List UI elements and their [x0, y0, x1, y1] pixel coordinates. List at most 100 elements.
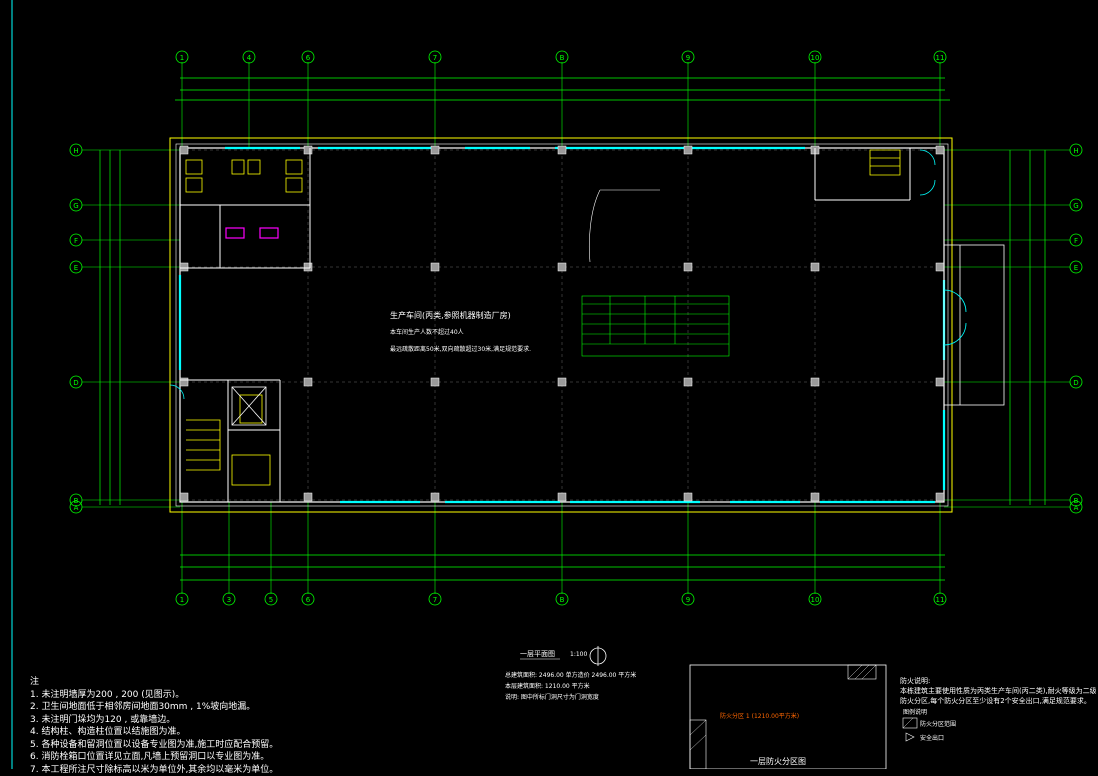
- grid-axis-bottom-label: 3: [227, 596, 231, 604]
- grid-axis-right-label: H: [1073, 147, 1078, 155]
- bottom-dimension-lines: [180, 555, 945, 580]
- column: [936, 263, 944, 271]
- fire-safety-notes: 防火说明: 本栋建筑主要使用性质为丙类生产车间(丙二类),耐火等级为二级。每层为…: [900, 676, 1096, 706]
- column: [811, 378, 819, 386]
- grid-axis-top-label: B: [560, 54, 565, 62]
- elevator-core: [232, 387, 266, 425]
- exterior-walls: [170, 138, 952, 512]
- fire-plan-title: 一层防火分区图: [750, 756, 806, 766]
- room-name: 生产车间(丙类,参照机器制造厂房): [390, 310, 511, 320]
- note-item: 5. 各种设备和留洞位置以设备专业图为准,施工时应配合预留。: [30, 739, 410, 752]
- drawing-scale: 1:100: [570, 651, 587, 658]
- column: [936, 493, 944, 501]
- column: [304, 493, 312, 501]
- column: [304, 263, 312, 271]
- column: [936, 378, 944, 386]
- column: [431, 263, 439, 271]
- column: [811, 263, 819, 271]
- north-arrow: [590, 646, 606, 666]
- fire-safety-table: [582, 296, 729, 356]
- column: [558, 378, 566, 386]
- grid-axis-bottom-label: 11: [936, 596, 945, 604]
- general-notes: 注 1. 未注明墙厚为200 , 200 (见图示)。 2. 卫生间地面低于相邻…: [30, 676, 410, 776]
- fire-note-line: 本栋建筑主要使用性质为丙类生产车间(丙二类),耐火等级为二级。每层为一个: [900, 686, 1096, 696]
- grid-axis-bottom-label: 7: [433, 596, 437, 604]
- grid-axis-top-label: 11: [936, 54, 945, 62]
- room-egress-note: 最远疏散距离50米,双向疏散超过30米,满足规范要求.: [390, 345, 531, 353]
- grid-axis-top-label: 6: [306, 54, 311, 62]
- column: [684, 263, 692, 271]
- grid-axis-left-label: F: [74, 237, 78, 245]
- grid-axis-left-label: A: [74, 504, 79, 512]
- fire-legend-title: 图例说明: [903, 708, 927, 716]
- note-item: 6. 消防栓箱口位置详见立面,凡墙上预留洞口以专业图为准。: [30, 751, 410, 764]
- grid-axis-left-label: D: [73, 379, 78, 387]
- grid-axis-top-label: 10: [811, 54, 820, 62]
- grid-axis-bottom-label: B: [560, 596, 565, 604]
- note-item: 1. 未注明墙厚为200 , 200 (见图示)。: [30, 689, 410, 702]
- room-occupancy: 本车间生产人数不超过40人: [390, 328, 464, 336]
- fire-note-title: 防火说明:: [900, 676, 1096, 686]
- grid-axis-bottom-label: 1: [180, 596, 184, 604]
- column: [684, 493, 692, 501]
- grid-axis-left-label: E: [74, 264, 78, 272]
- column: [431, 493, 439, 501]
- grid-axis-left-label: H: [73, 147, 78, 155]
- column: [180, 263, 188, 271]
- interior-walls: [180, 148, 910, 502]
- horizontal-grid-lines: [82, 150, 1070, 507]
- fire-legend-exit: 安全出口: [920, 734, 944, 742]
- column: [936, 146, 944, 154]
- note-item: 3. 未注明门垛均为120 , 或靠墙边。: [30, 714, 410, 727]
- grid-axis-top-label: 4: [247, 54, 252, 62]
- column: [558, 263, 566, 271]
- grid-axis-bottom-label: 10: [811, 596, 820, 604]
- grid-axis-bottom-label: 9: [686, 596, 690, 604]
- column: [431, 378, 439, 386]
- column: [180, 493, 188, 501]
- fire-zone-label: 防火分区 1 (1210.00平方米): [720, 712, 799, 720]
- grid-axis-right-label: A: [1074, 504, 1079, 512]
- area-info-note: 说明: 图中所标门洞尺寸为门洞宽度: [505, 693, 599, 701]
- right-dimension-lines: [1010, 150, 1045, 505]
- grid-axis-bottom-label: 5: [269, 596, 273, 604]
- sinks: [226, 228, 278, 238]
- fire-legend-zone: 防火分区范围: [920, 720, 956, 728]
- area-info-floor: 本层建筑面积: 1210.00 平方米: [505, 682, 590, 690]
- left-dimension-lines: [100, 150, 120, 505]
- column: [180, 378, 188, 386]
- column: [304, 378, 312, 386]
- grid-axis-top-label: 9: [686, 54, 690, 62]
- fire-note-line: 防火分区,每个防火分区至少设有2个安全出口,满足规范要求。: [900, 696, 1096, 706]
- area-info-total: 总建筑面积: 2496.00 单方造价 2496.00 平方米: [505, 671, 636, 679]
- grid-axis-right-label: G: [1073, 202, 1078, 210]
- column: [684, 146, 692, 154]
- drawing-title: 一层平面图: [520, 650, 555, 658]
- door-swings: [170, 150, 966, 399]
- column: [431, 146, 439, 154]
- column: [558, 493, 566, 501]
- grid-axis-top-label: 7: [433, 54, 437, 62]
- column: [180, 146, 188, 154]
- note-item: 4. 结构柱、构造柱位置以结施图为准。: [30, 726, 410, 739]
- entrance-canopy: [944, 245, 1004, 405]
- grid-axis-right-label: D: [1073, 379, 1078, 387]
- note-item: 2. 卫生间地面低于相邻房间地面30mm , 1%坡向地漏。: [30, 701, 410, 714]
- top-dimension-lines: [175, 78, 950, 100]
- grid-axis-right-label: E: [1074, 264, 1078, 272]
- grid-axis-right-label: F: [1074, 237, 1078, 245]
- column: [558, 146, 566, 154]
- note-item: 7. 本工程所注尺寸除标高以米为单位外,其余均以毫米为单位。: [30, 764, 410, 776]
- column: [304, 146, 312, 154]
- toilet-fixtures: [186, 150, 900, 485]
- grid-axis-bottom-label: 6: [306, 596, 311, 604]
- grid-axis-left-label: G: [73, 202, 78, 210]
- column: [811, 493, 819, 501]
- exit-arrow-icon: [906, 733, 914, 741]
- vertical-grid-lines: [182, 62, 940, 594]
- column: [684, 378, 692, 386]
- notes-title: 注: [30, 676, 410, 689]
- reference-curve: [589, 190, 660, 262]
